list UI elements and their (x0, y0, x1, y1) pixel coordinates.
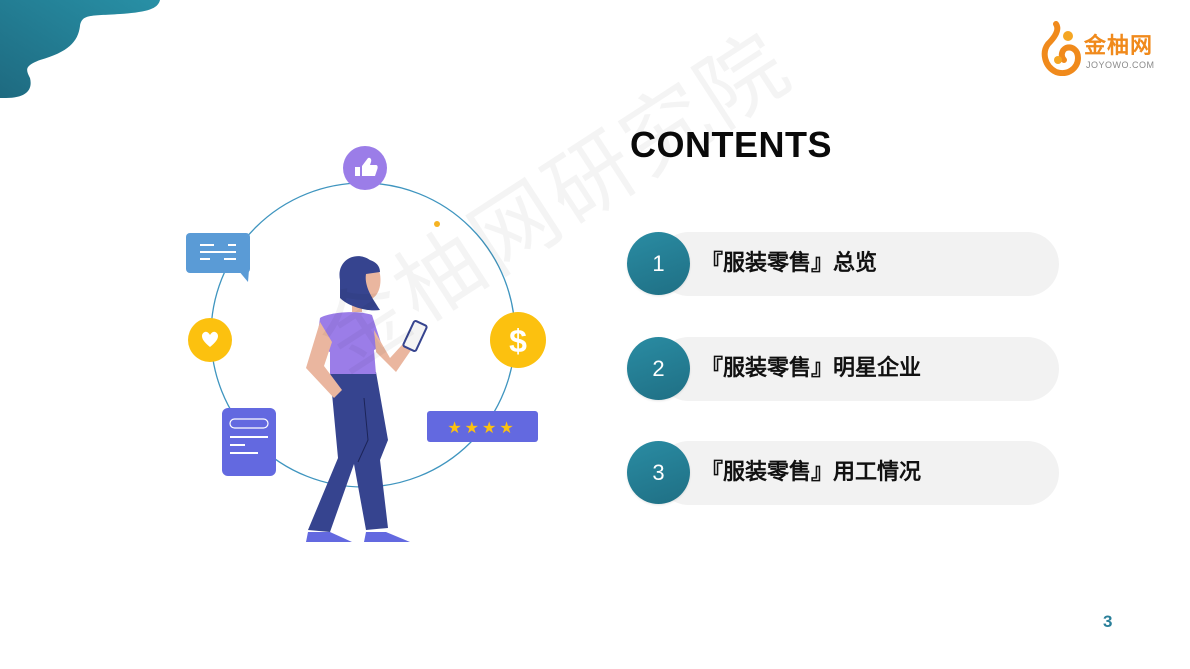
svg-text:★★★★: ★★★★ (447, 418, 516, 437)
brand-logo: 金柚网 JOYOWO.COM (1038, 20, 1178, 80)
item-bar (657, 337, 1059, 401)
svg-text:$: $ (509, 323, 527, 359)
contents-item-3[interactable]: 3 『服装零售』用工情况 (627, 441, 1059, 505)
item-label: 『服装零售』用工情况 (701, 460, 922, 485)
item-number-badge: 1 (627, 232, 690, 295)
chat-bubble-icon (186, 233, 250, 282)
decorative-blob (0, 0, 160, 98)
logo-mark-icon (1041, 21, 1082, 76)
page-title: CONTENTS (630, 124, 832, 165)
star-rating-icon: ★★★★ (427, 411, 538, 442)
item-bar (657, 232, 1059, 296)
item-label: 『服装零售』总览 (701, 251, 878, 276)
thumbs-up-icon (343, 146, 387, 190)
dollar-icon: $ (490, 312, 546, 368)
item-label: 『服装零售』明星企业 (701, 356, 922, 381)
document-icon (222, 408, 276, 476)
item-bar (657, 441, 1059, 505)
contents-item-2[interactable]: 2 『服装零售』明星企业 (627, 337, 1059, 401)
heart-icon (188, 318, 232, 362)
woman-figure (306, 256, 428, 542)
item-number-badge: 2 (627, 337, 690, 400)
logo-subtext: JOYOWO.COM (1086, 60, 1155, 70)
logo-text: 金柚网 (1084, 34, 1154, 59)
contents-item-1[interactable]: 1 『服装零售』总览 (627, 232, 1059, 296)
page-number: 3 (1103, 612, 1113, 631)
dot-decoration (434, 221, 440, 227)
hero-illustration: $ ★★★★ (186, 146, 546, 542)
item-number-badge: 3 (627, 441, 690, 504)
